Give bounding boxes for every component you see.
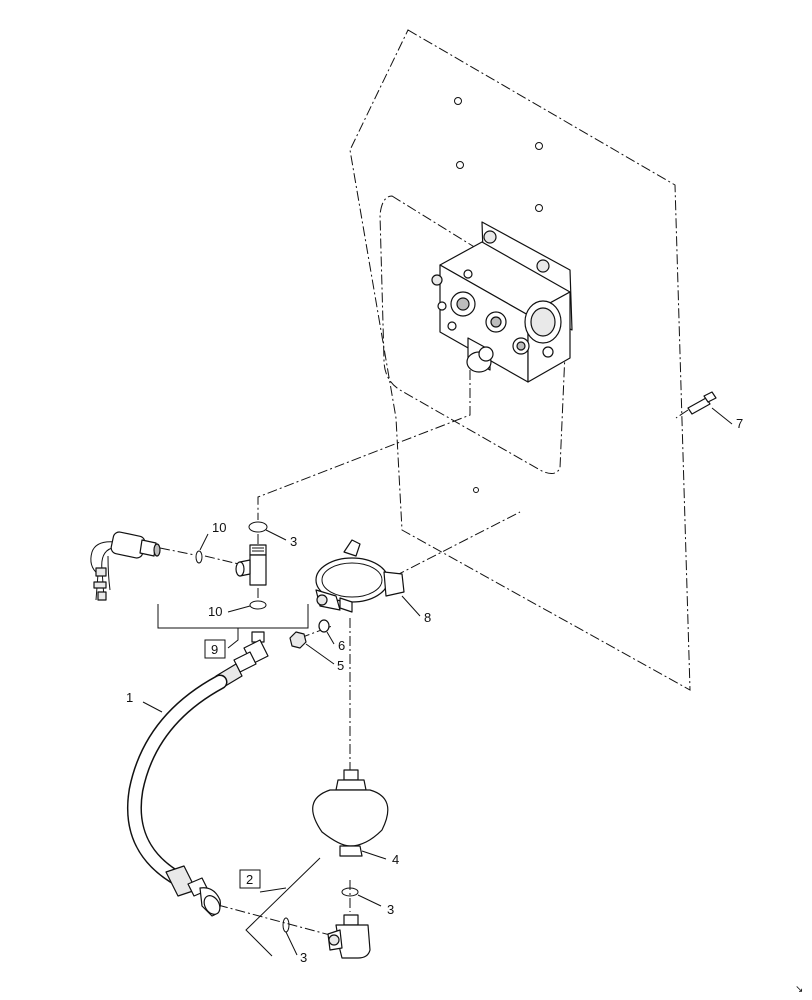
leader-5 <box>305 643 335 665</box>
leader-8 <box>401 595 421 617</box>
callout-3-bottom: 3 <box>300 950 307 965</box>
leader-3b <box>357 894 382 907</box>
leader-10a <box>199 533 209 551</box>
callout-box-9 <box>204 639 226 659</box>
accumulator <box>312 769 389 857</box>
leader-1 <box>142 701 163 713</box>
callout-1: 1 <box>126 690 133 705</box>
leader-3a <box>265 529 287 541</box>
callout-box-2 <box>239 869 261 889</box>
callout-2: 2 <box>246 872 253 887</box>
callout-8: 8 <box>424 610 431 625</box>
callout-10-lower: 10 <box>208 604 222 619</box>
elbow-fitting <box>327 914 371 959</box>
tee-fitting <box>235 544 267 586</box>
bolt-7 <box>675 391 717 419</box>
pressure-switch <box>90 531 161 601</box>
centerline-valve-to-tee <box>257 370 471 520</box>
callout-10-upper: 10 <box>212 520 226 535</box>
leader-2 <box>259 887 287 893</box>
kit-bracket-9 <box>157 604 309 629</box>
o-ring-10-lower <box>249 600 267 610</box>
leader-6 <box>326 631 335 645</box>
centerline-switch <box>159 547 196 556</box>
mounting-plate: ↘ <box>349 29 803 995</box>
leader-10b <box>227 605 251 613</box>
callout-6: 6 <box>338 638 345 653</box>
leader-3c <box>285 931 298 956</box>
o-ring-3-accumulator <box>341 887 359 897</box>
centerline-switch-tee <box>204 555 244 566</box>
clamp <box>315 539 405 613</box>
callout-4: 4 <box>392 852 399 867</box>
callout-5: 5 <box>337 658 344 673</box>
o-ring-10-upper <box>195 550 203 564</box>
leader-9 <box>227 628 239 649</box>
centerline-hose-elbow <box>217 904 331 936</box>
leader-4 <box>361 850 387 860</box>
kit-bracket-2 <box>245 857 321 957</box>
callout-3-top: 3 <box>290 534 297 549</box>
centerline-nut-washer <box>299 625 333 639</box>
o-ring-3-bottom <box>282 917 290 933</box>
o-ring-3-top <box>248 521 268 533</box>
callout-9: 9 <box>211 642 218 657</box>
corner-mark: ↘ <box>795 984 803 995</box>
washer <box>318 619 330 633</box>
leader-7 <box>711 407 733 425</box>
nut <box>289 631 307 649</box>
hose-assembly <box>126 674 228 917</box>
centerline-clamp-to-plate <box>394 511 521 577</box>
callout-7: 7 <box>736 416 743 431</box>
callout-3-accumulator: 3 <box>387 902 394 917</box>
valve-block <box>431 221 573 383</box>
